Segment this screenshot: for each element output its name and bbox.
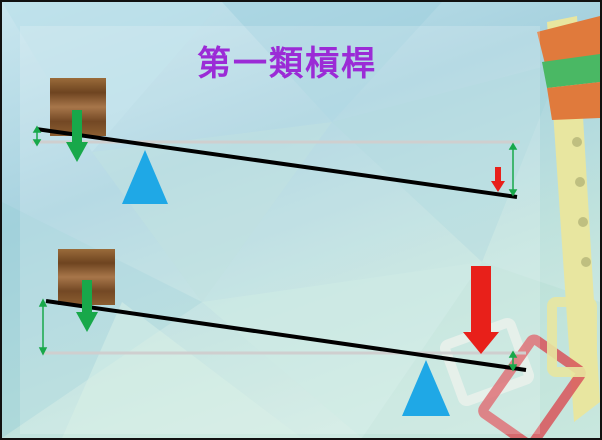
lever-diagram-1 [32,78,520,204]
lever-diagram-2 [38,249,527,416]
measure-marker-right [508,350,518,372]
triangle-fulcrum-icon [402,360,450,416]
measure-marker-right [508,142,518,197]
measure-marker-left [32,125,42,147]
down-arrow-icon [66,110,88,162]
content-panel [20,26,540,434]
measure-marker-left [38,298,48,356]
chain-decoration [439,297,597,438]
ruler-decoration [537,16,600,422]
down-arrow-icon [491,167,505,192]
lever-bar [35,127,518,199]
down-arrow-icon [76,280,98,332]
lever-bar [45,299,527,372]
slide-title: 第一類槓桿 [197,44,377,84]
triangle-fulcrum-icon [122,150,168,204]
down-arrow-icon [463,266,499,354]
